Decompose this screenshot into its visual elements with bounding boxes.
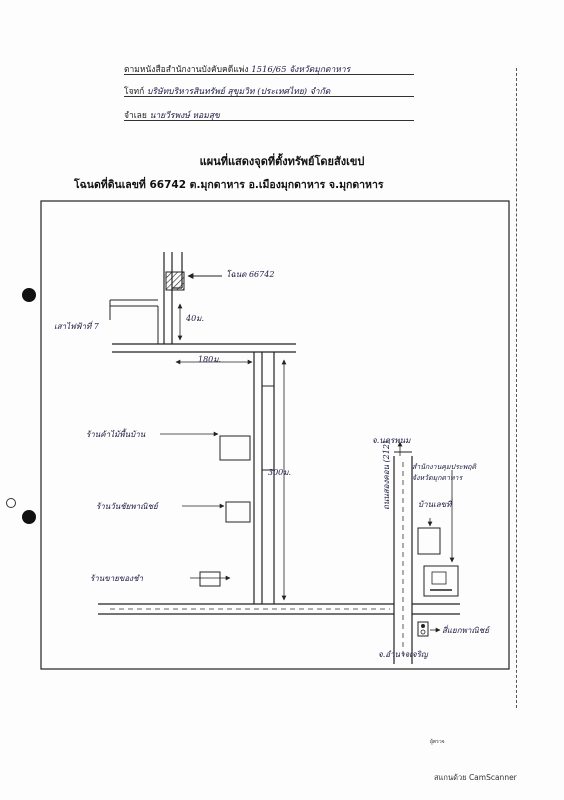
building-office xyxy=(417,527,441,555)
traffic-light xyxy=(417,621,429,637)
office-sub-label: บ้านเลขที่ xyxy=(418,500,452,509)
dist-40-label: 40ม. xyxy=(186,314,204,323)
plaintiff-name: บริษัทบริหารสินทรัพย์ สุขุมวิท (ประเทศไท… xyxy=(147,87,331,97)
scanner-watermark: สแกนด้วย CamScanner xyxy=(434,773,517,782)
defendant-label: จำเลย xyxy=(124,111,147,121)
map-drawing xyxy=(40,200,510,670)
header-line-3: จำเลย นายวีรพงษ์ หอมสุข xyxy=(124,108,220,122)
shop-label: ร้านค้าไม้พื้นบ้าน xyxy=(86,430,146,439)
store-label: ร้านขายของชำ xyxy=(90,574,144,583)
pole-label: เสาไฟฟ้าที่ 7 xyxy=(54,322,99,331)
map-frame xyxy=(40,200,510,670)
case-number: 1516/65 xyxy=(251,65,287,75)
scan-edge-line xyxy=(516,68,517,708)
south-town-label: จ.อำนาจเจริญ xyxy=(378,650,428,659)
header-underline xyxy=(124,74,414,75)
building-store xyxy=(199,571,221,587)
header-underline xyxy=(124,96,414,97)
deed-subtitle: โฉนดที่ดินเลขที่ 66742 ต.มุกดาหาร อ.เมือ… xyxy=(74,179,384,191)
header-underline xyxy=(124,120,414,121)
header-line1-label: ตามหนังสือสำนักงานบังคับคดีแพ่ง xyxy=(124,65,249,75)
binder-hole xyxy=(22,288,36,302)
junction-label: สี่แยกพาณิชย์ xyxy=(442,626,489,635)
deed-parcel xyxy=(165,271,185,291)
road-212-label: ถนนสองคอน (212) xyxy=(382,440,391,510)
dist-300-label: 300ม. xyxy=(268,468,292,477)
footer-signature: ผู้ตรวจ xyxy=(430,739,445,745)
punch-mark xyxy=(6,498,16,508)
plaintiff-label: โจทก์ xyxy=(124,87,145,97)
defendant-name: นายวีรพงษ์ หอมสุข xyxy=(149,111,220,121)
office-label: สำนักงานคุมประพฤติจังหวัดมุกดาหาร xyxy=(412,463,477,482)
binder-hole xyxy=(22,510,36,524)
header-line-1: ตามหนังสือสำนักงานบังคับคดีแพ่ง 1516/65 … xyxy=(124,62,350,76)
building-shop xyxy=(219,435,251,461)
location-map: โฉนด 66742 40ม. เสาไฟฟ้าที่ 7 180ม. ร้าน… xyxy=(40,200,510,670)
hotel-label: ร้านวันชัยพาณิชย์ xyxy=(96,502,158,511)
building-gov xyxy=(423,565,459,597)
header-line-2: โจทก์ บริษัทบริหารสินทรัพย์ สุขุมวิท (ปร… xyxy=(124,84,330,98)
map-title: แผนที่แสดงจุดที่ตั้งทรัพย์โดยสังเขป xyxy=(199,155,365,168)
deed-label: โฉนด 66742 xyxy=(226,270,275,279)
province-name: จังหวัดมุกดาหาร xyxy=(289,65,351,75)
north-town-label: จ.นครพนม xyxy=(372,436,411,445)
building-hotel xyxy=(225,501,251,523)
dist-180-label: 180ม. xyxy=(198,355,222,364)
